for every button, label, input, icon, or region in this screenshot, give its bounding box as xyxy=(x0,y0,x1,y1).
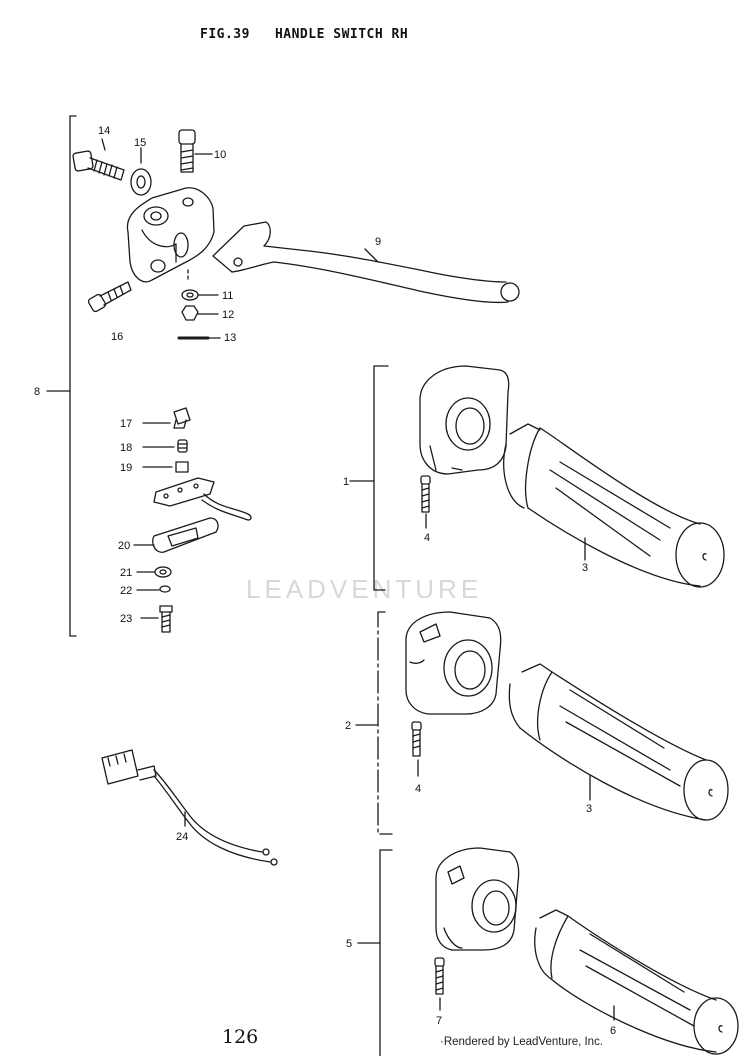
callout-14: 14 xyxy=(98,125,110,137)
part-3a-grip xyxy=(503,423,725,588)
callout-21: 21 xyxy=(120,567,132,579)
callout-23: 23 xyxy=(120,613,132,625)
part-4b-screw xyxy=(411,721,422,777)
part-24-connector-harness xyxy=(101,749,278,866)
part-4a-screw xyxy=(420,475,431,529)
assembly-1-switch-housing xyxy=(419,365,510,475)
bracket-1 xyxy=(373,365,389,591)
callout-2: 2 xyxy=(345,720,351,732)
part-21-washer xyxy=(136,566,172,578)
part-12-nut xyxy=(181,305,219,321)
callout-5: 5 xyxy=(346,938,352,950)
figure-title: FIG.39 HANDLE SWITCH RH xyxy=(200,27,408,42)
bracket-2 xyxy=(377,611,393,835)
figure-name: HANDLE SWITCH RH xyxy=(274,27,409,42)
callout-17: 17 xyxy=(120,418,132,430)
callout-4b: 4 xyxy=(415,783,421,795)
callout-4a: 4 xyxy=(424,532,430,544)
callout-16: 16 xyxy=(111,331,123,343)
part-6-grip xyxy=(534,909,739,1055)
assembly-5-switch-housing xyxy=(435,847,520,951)
part-19-clip xyxy=(142,461,189,473)
part-16-bolt xyxy=(87,281,132,313)
part-17-switch xyxy=(142,407,191,429)
render-credit: ·Rendered by LeadVenture, Inc. xyxy=(440,1036,604,1048)
callout-7: 7 xyxy=(436,1015,442,1027)
callout-1: 1 xyxy=(343,476,349,488)
part-20-switch-base xyxy=(133,517,219,553)
callout-8: 8 xyxy=(34,386,40,398)
part-14-screw xyxy=(72,138,125,181)
part-10-bolt xyxy=(178,129,213,173)
part-9-lever xyxy=(212,221,520,304)
callout-22: 22 xyxy=(120,585,132,597)
callout-3a: 3 xyxy=(582,562,588,574)
part-23-screw xyxy=(140,605,173,633)
switch-plate-with-wire xyxy=(153,477,252,521)
watermark-text: LEADVENTURE xyxy=(246,574,483,604)
callout-3b: 3 xyxy=(586,803,592,815)
callout-12: 12 xyxy=(222,309,234,321)
callout-24: 24 xyxy=(176,831,188,843)
part-15-washer xyxy=(130,147,152,196)
part-18-spring xyxy=(142,439,188,453)
bracket-5 xyxy=(379,849,393,1056)
callout-6: 6 xyxy=(610,1025,616,1037)
assembly-2-switch-housing xyxy=(405,611,502,715)
callout-11: 11 xyxy=(222,290,233,302)
callout-19: 19 xyxy=(120,462,132,474)
part-3b-grip xyxy=(508,663,729,821)
lever-holder xyxy=(126,187,215,283)
callout-20: 20 xyxy=(118,540,130,552)
bracket-8 xyxy=(69,115,77,637)
part-22-lockwasher xyxy=(136,585,171,593)
page-number: 126 xyxy=(222,1026,259,1048)
part-7-screw xyxy=(434,957,445,1011)
callout-10: 10 xyxy=(214,149,226,161)
callout-15: 15 xyxy=(134,137,146,149)
callout-18: 18 xyxy=(120,442,132,454)
callout-9: 9 xyxy=(375,236,381,248)
part-11-washer xyxy=(181,289,219,301)
callout-13: 13 xyxy=(224,332,236,344)
figure-number: FIG.39 xyxy=(200,27,250,42)
